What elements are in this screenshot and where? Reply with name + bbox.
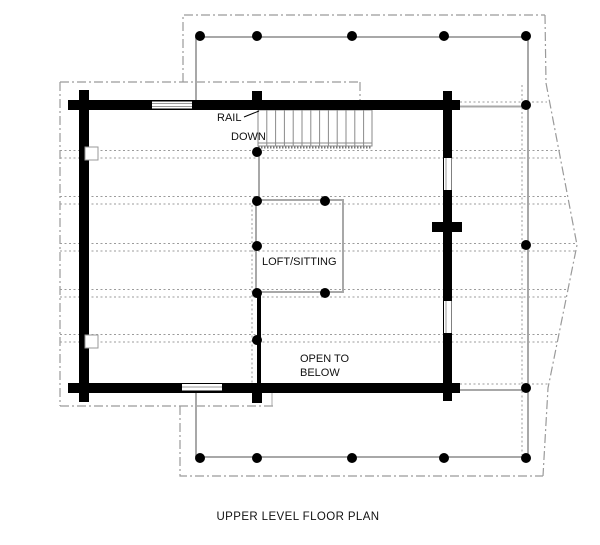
roof-outline [59,14,578,477]
post [320,288,330,298]
right-wall-window-lower [444,301,452,333]
right-wall-window-upper [444,158,452,190]
post [252,147,262,157]
bottom-wall [68,383,460,393]
open-to-below-label-line2: BELOW [300,367,340,379]
left-wall-log-end-lower [84,334,99,349]
post [347,31,357,41]
post [521,240,531,250]
post [320,196,330,206]
upper-deck-outline [182,14,545,82]
post [521,383,531,393]
stair-treads [266,110,365,146]
lower-deck-outline [179,406,543,477]
top-wall-window [152,101,192,109]
post [252,335,262,345]
right-wall [443,91,452,401]
post [252,31,262,41]
post [195,31,205,41]
post [521,453,531,463]
bottom-wall-window [182,384,222,391]
post [439,453,449,463]
bottom-wall-post-stub [252,393,262,403]
post [195,453,205,463]
left-wall-log-end-upper [84,146,99,161]
top-wall-post-stub [252,91,262,100]
top-wall [68,100,460,110]
windows [84,101,452,391]
roof-outline-top [60,81,361,100]
plan-labels: RAIL DOWN LOFT/SITTING OPEN TO BELOW UPP… [216,112,379,523]
stair-body [257,109,373,147]
post [347,453,357,463]
down-label: DOWN [231,131,266,143]
post [252,196,262,206]
post [521,100,531,110]
post [252,453,262,463]
loft-railing [255,199,344,293]
page-title: UPPER LEVEL FLOOR PLAN [216,511,379,523]
open-to-below-label-line1: OPEN TO [300,353,350,365]
loft-sitting-label: LOFT/SITTING [262,256,337,268]
post [439,31,449,41]
post [252,241,262,251]
rail-leader-line [243,110,260,118]
post [252,288,262,298]
rail-label: RAIL [217,112,241,124]
stairs [257,109,373,149]
posts [195,31,531,463]
right-wall-cross-post [432,222,462,232]
post [521,31,531,41]
left-wall [79,90,89,402]
beam-lines [60,85,575,455]
prow-outline [542,14,578,477]
